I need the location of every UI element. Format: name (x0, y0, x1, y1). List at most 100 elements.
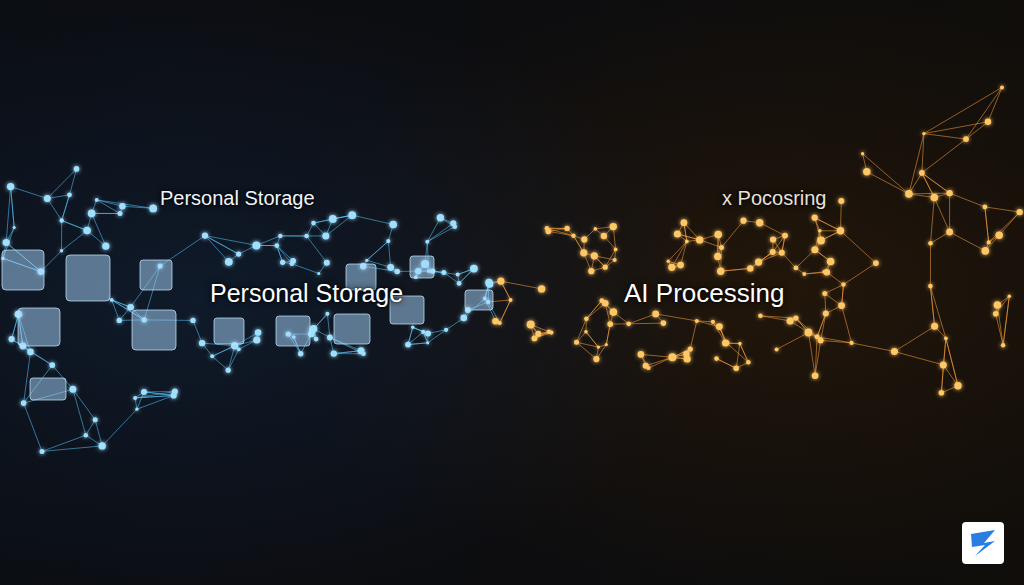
network-node-dot (827, 258, 835, 266)
network-node-dot (1000, 85, 1004, 89)
network-line (629, 323, 664, 325)
network-line (62, 231, 88, 251)
network-node-dot (331, 350, 337, 356)
network-node-dot (3, 239, 10, 246)
network-node-dot (931, 194, 939, 202)
folder-icon (140, 260, 172, 290)
network-line (280, 235, 306, 236)
network-line (985, 207, 989, 243)
network-node-dot (668, 264, 675, 271)
network-line (629, 314, 656, 324)
network-line (92, 213, 106, 246)
network-node-dot (802, 272, 806, 276)
network-node-dot (437, 214, 444, 221)
network-line (946, 338, 958, 386)
network-line (949, 193, 950, 232)
network-line (989, 212, 1020, 242)
network-node-dot (1008, 295, 1012, 299)
network-line (112, 300, 120, 321)
network-node-dot (928, 241, 933, 246)
network-node-dot (564, 226, 569, 231)
network-line (759, 253, 782, 262)
network-node-dot (668, 353, 676, 361)
network-line (782, 253, 796, 268)
network-node-dot (652, 311, 659, 318)
network-line (586, 303, 605, 318)
network-line (1003, 296, 1009, 345)
network-line (586, 332, 598, 347)
network-line (62, 221, 87, 231)
network-node-dot (310, 325, 318, 333)
network-line (606, 324, 610, 345)
network-node-dot (119, 203, 125, 209)
network-line (334, 351, 361, 354)
network-node-dot (994, 301, 1002, 309)
folder-icons (2, 250, 493, 400)
network-node-dot (775, 347, 779, 351)
network-node-dot (716, 323, 723, 330)
network-node-dot (684, 355, 691, 362)
network-node-dot (677, 262, 684, 269)
network-line (924, 134, 966, 140)
network-node-dot (386, 239, 390, 243)
network-line (47, 199, 61, 221)
network-node-dot (226, 368, 231, 373)
network-node-dot (497, 278, 504, 285)
network-node-dot (863, 168, 870, 175)
network-node-dot (593, 356, 599, 362)
network-node-dot (461, 315, 468, 322)
network-node-dot (719, 245, 724, 250)
network-line (205, 236, 256, 246)
network-node-dot (584, 316, 589, 321)
network-line (47, 169, 76, 199)
network-node-dot (538, 285, 545, 292)
network-node-dot (944, 336, 948, 340)
network-node-dot (601, 233, 607, 239)
network-node-dot (584, 330, 588, 334)
network-node-dot (638, 351, 645, 358)
network-node-dot (738, 342, 742, 346)
network-line (930, 243, 931, 286)
network-line (844, 263, 876, 284)
network-line (24, 352, 31, 403)
network-node-dot (1001, 343, 1005, 347)
network-node-dot (626, 321, 631, 326)
network-node-dot (793, 315, 798, 320)
network-line (966, 87, 1002, 139)
network-line (205, 236, 239, 255)
network-line (42, 446, 102, 452)
network-node-dot (667, 260, 670, 263)
network-line (388, 241, 390, 267)
network-line (817, 314, 826, 337)
network-line (922, 173, 950, 193)
network-node-dot (317, 272, 320, 275)
folder-icon (132, 310, 176, 350)
network-line (6, 187, 10, 243)
network-node-dot (714, 231, 722, 239)
network-node-dot (49, 362, 55, 368)
network-node-dot (60, 249, 63, 252)
network-node-dot (983, 205, 988, 210)
folder-icon (334, 314, 370, 344)
network-line (641, 354, 673, 357)
network-line (500, 300, 511, 323)
network-line (11, 187, 48, 199)
network-line (717, 359, 737, 369)
network-line (931, 198, 935, 244)
network-line (292, 264, 319, 274)
network-node-dot (643, 363, 649, 369)
network-line (825, 294, 826, 314)
network-line (228, 349, 239, 370)
network-line (367, 241, 389, 260)
network-line (894, 352, 943, 365)
network-line (73, 389, 95, 420)
network-node-dot (225, 258, 233, 266)
network-node-dot (928, 284, 933, 289)
network-node-dot (581, 236, 587, 242)
folder-icon (465, 290, 493, 310)
network-line (840, 201, 842, 231)
network-node-dot (84, 433, 88, 437)
network-line (815, 218, 841, 231)
network-line (894, 326, 934, 351)
